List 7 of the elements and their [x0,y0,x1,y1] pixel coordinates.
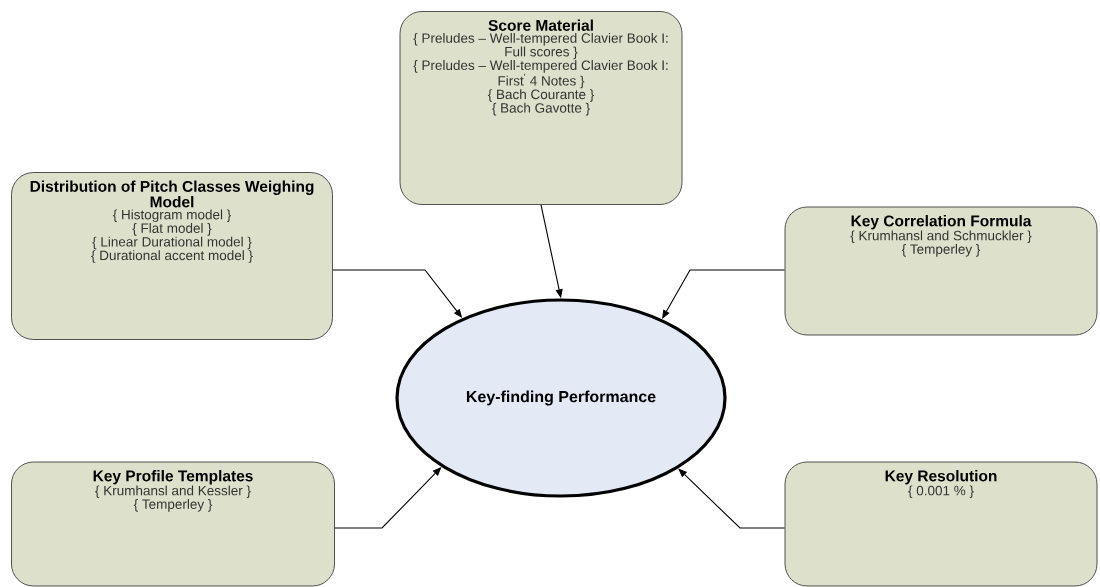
arrow [334,467,442,529]
rounded-box: Key Correlation Formula { Krumhansl and Schmuckler } { Temperley } [784,206,1098,336]
rounded-box: Key Profile Templates { Krumhansl and Kessler } { Temperley } [11,461,335,587]
rounded-box: Distribution of Pitch Classes Weighing Model { Histogram model } { Flat model } { Linear Durational model } { Durational accent model } [11,172,333,340]
arrow [678,468,786,529]
rounded-box: Key Resolution { 0.001 % } [784,461,1098,587]
rounded-box: Score Material { Preludes – Well-tempered Clavier Book I: Full scores } { Preludes – Well-tempered Clavier Book I: First$^{'}$ 4 Notes } { Bach Courante } { Bach Gavotte } [399,11,683,205]
